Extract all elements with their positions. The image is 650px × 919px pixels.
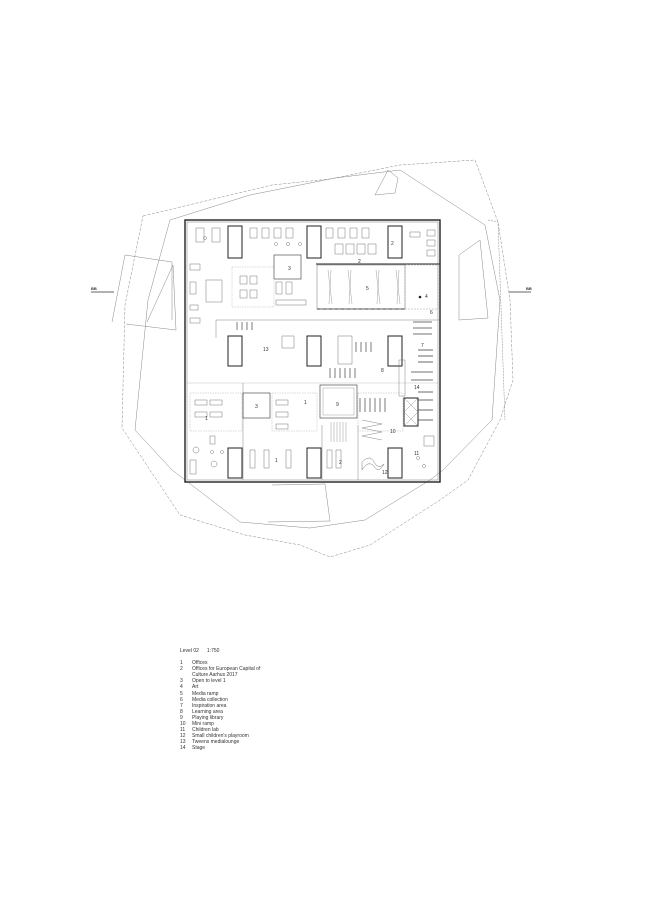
- legend-item-label: Art: [192, 684, 199, 691]
- room-number-label: 4: [425, 294, 428, 300]
- legend-item: 11 Children lab: [180, 727, 272, 733]
- legend-item-label: Media collection: [192, 696, 228, 703]
- legend-item-label: Stage: [192, 745, 206, 752]
- room-number-label: 2: [339, 460, 342, 466]
- room-number-label: 7: [421, 343, 424, 349]
- legend-item-number: 11: [180, 727, 186, 734]
- room-number-label: 11: [414, 451, 419, 457]
- room-number-label: 8: [381, 368, 384, 374]
- legend-item-number: 8: [180, 708, 183, 715]
- legend-item-label: Media ramp: [192, 690, 219, 697]
- legend-item-number: 2: [180, 666, 183, 673]
- legend-item-label: Children lab: [192, 727, 219, 734]
- room-number-label: 14: [414, 385, 420, 391]
- section-marker-right: BB: [526, 286, 532, 291]
- legend-item-number: 3: [180, 678, 183, 685]
- legend-item: 12 Small children's playroom: [180, 733, 272, 739]
- legend-item-label: Playing library: [192, 714, 224, 721]
- legend-item-number: 4: [180, 684, 183, 691]
- legend-item-label: Open to level 1: [192, 678, 226, 685]
- room-number-label: 3: [255, 404, 258, 410]
- legend-item-label: Learning area: [192, 708, 223, 715]
- legend-item: 10 Mini ramp: [180, 721, 272, 727]
- legend-item: 8 Learning area: [180, 709, 272, 715]
- legend-item-number: 14: [180, 745, 186, 752]
- room-number-label: 9: [336, 402, 339, 408]
- legend-item-number: 6: [180, 696, 183, 703]
- legend-item: 14 Stage: [180, 745, 272, 751]
- legend-item: 9 Playing library: [180, 715, 272, 721]
- legend-item-number: 13: [180, 739, 186, 746]
- room-number-label: 1: [275, 458, 278, 464]
- room-number-label: 10: [390, 429, 396, 435]
- legend-title: Level 02 1:750: [180, 648, 272, 654]
- room-number-label: 6: [430, 310, 433, 316]
- legend-item: 3 Open to level 1: [180, 678, 272, 684]
- level-label: Level 02: [180, 648, 199, 654]
- legend-item: 2 Offices for European Capital of Culture…: [180, 666, 272, 678]
- room-number-label: 1: [304, 400, 307, 406]
- legend-item: 13 Tweens medialounge: [180, 739, 272, 745]
- legend-list: 1 Offices 2 Offices for European Capital of…: [180, 660, 272, 751]
- legend-item-number: 9: [180, 714, 183, 721]
- legend: Level 02 1:750 1 Offices 2 Offices for Europ…: [180, 648, 272, 752]
- legend-item-number: 5: [180, 690, 183, 697]
- legend-item-number: 7: [180, 702, 183, 709]
- room-number-label: 5: [366, 286, 369, 292]
- section-marker-left: BB: [91, 286, 97, 291]
- legend-item: 6 Media collection: [180, 697, 272, 703]
- facade-outline: [111, 159, 514, 558]
- legend-item-label: Tweens medialounge: [192, 739, 240, 746]
- room-number-label: 13: [263, 347, 269, 353]
- legend-item-label: Offices: [192, 660, 208, 667]
- legend-item: 5 Media ramp: [180, 691, 272, 697]
- legend-item-number: 12: [180, 733, 186, 740]
- legend-item-label: Small children's playroom: [192, 733, 249, 740]
- legend-item-number: 1: [180, 660, 183, 667]
- legend-item: 7 Inspiration area: [180, 703, 272, 709]
- legend-item-label: Mini ramp: [192, 721, 214, 728]
- room-number-label: 2: [391, 241, 394, 247]
- legend-item-label: Inspiration area: [192, 702, 227, 709]
- legend-item-label: Offices for European Capital of Culture …: [192, 666, 261, 679]
- room-number-label: 3: [288, 266, 291, 272]
- legend-item: 1 Offices: [180, 660, 272, 666]
- scale-label: 1:750: [206, 648, 220, 654]
- building-slab: [184, 219, 441, 483]
- room-number-label: 1: [205, 416, 208, 422]
- room-number-label: 12: [382, 470, 388, 476]
- legend-item-number: 10: [180, 721, 186, 728]
- room-number-label: 2: [358, 259, 361, 265]
- legend-item: 4 Art: [180, 684, 272, 690]
